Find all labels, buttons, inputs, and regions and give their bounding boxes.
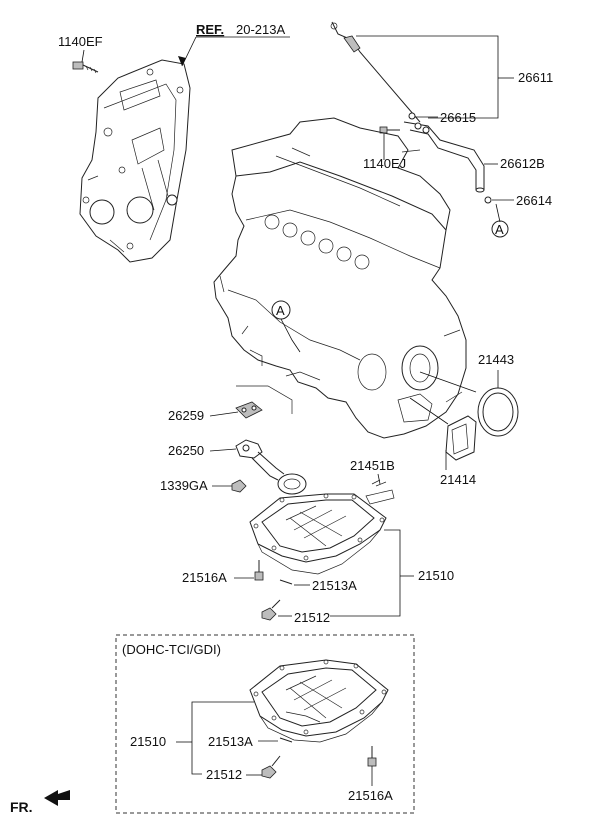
label-21414: 21414	[440, 472, 476, 487]
label-21451b: 21451B	[350, 458, 395, 473]
ref-prefix: REF.	[196, 22, 224, 37]
marker-a-circle-top	[491, 220, 509, 238]
oil-pan-21510	[249, 493, 387, 575]
front-arrow-icon	[44, 790, 70, 806]
dipstick-guide-tube	[403, 121, 485, 193]
variant-box-title: (DOHC-TCI/GDI)	[122, 642, 221, 657]
label-26614: 26614	[516, 193, 552, 208]
variant-drain-plug-21512	[261, 755, 281, 779]
gasket-21513a	[279, 579, 293, 585]
front-label: FR.	[10, 799, 33, 815]
label-26611: 26611	[518, 70, 553, 85]
variant-label-21510: 21510	[130, 734, 166, 749]
oil-strainer-26250	[235, 439, 307, 495]
rear-oil-seal	[477, 387, 519, 437]
o-ring-26614	[484, 196, 492, 204]
marker-a-top: A	[495, 222, 504, 237]
label-21512: 21512	[294, 610, 330, 625]
bolt-1339ga	[231, 479, 247, 493]
variant-label-21516a: 21516A	[348, 788, 393, 803]
drain-plug-21512	[261, 599, 281, 621]
seal-case-21414	[445, 415, 477, 461]
variant-label-21512: 21512	[206, 767, 242, 782]
marker-a-engine: A	[276, 303, 285, 318]
oil-dipstick	[330, 21, 421, 123]
variant-bolt-21516a	[367, 746, 377, 767]
label-1140ej: 1140EJ	[363, 156, 406, 171]
engine-block	[213, 117, 467, 439]
ref-code: 20-213A	[236, 22, 285, 37]
label-26250: 26250	[168, 443, 204, 458]
timing-cover	[79, 59, 191, 263]
label-26612b: 26612B	[500, 156, 545, 171]
variant-label-21513a: 21513A	[208, 734, 253, 749]
label-21510: 21510	[418, 568, 454, 583]
label-21516a: 21516A	[182, 570, 227, 585]
bolt-1140ej	[379, 126, 400, 134]
bolt-21516a	[254, 560, 264, 581]
variant-gasket-21513a	[279, 737, 293, 743]
label-26259: 26259	[168, 408, 204, 423]
baffle-21451b	[365, 479, 395, 505]
gasket-26259	[235, 401, 263, 419]
variant-oil-pan	[249, 659, 389, 743]
bolt-1140ef	[72, 61, 99, 74]
variant-box	[115, 634, 415, 814]
label-21443: 21443	[478, 352, 514, 367]
label-1339ga: 1339GA	[160, 478, 208, 493]
label-1140ef: 1140EF	[58, 34, 103, 49]
label-21513a: 21513A	[312, 578, 357, 593]
label-26615: 26615	[440, 110, 476, 125]
